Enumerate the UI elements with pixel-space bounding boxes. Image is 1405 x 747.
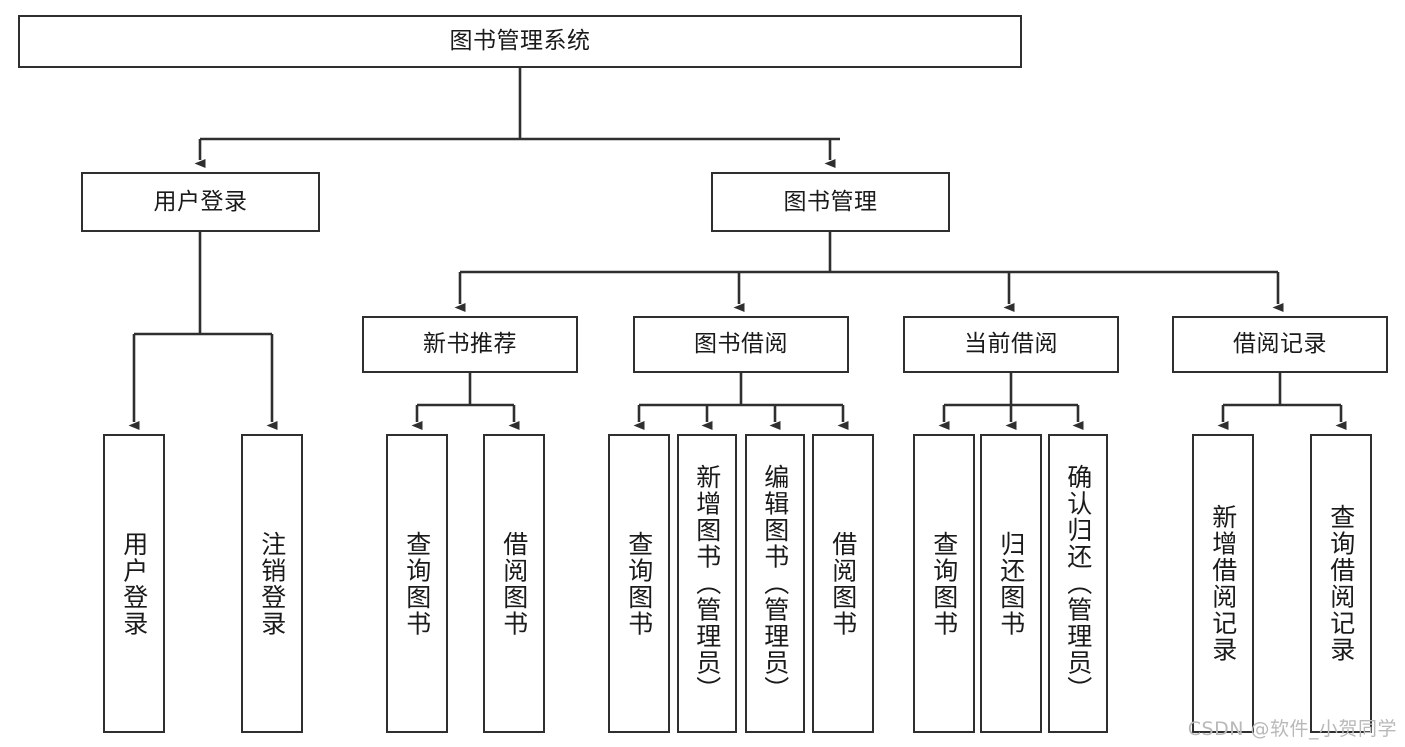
node-new-book-recommend-label: 新书推荐 — [423, 331, 517, 358]
node-leaf-logout-login[interactable]: 注销登录 — [241, 434, 303, 733]
node-leaf-borrow-book-label: 借阅图书 — [828, 530, 858, 637]
node-book-borrow[interactable]: 图书借阅 — [633, 316, 849, 373]
watermark-text: CSDN @软件_小贺同学 — [1187, 718, 1397, 740]
node-leaf-confirm-return-admin[interactable]: 确认归还（管理员） — [1048, 434, 1108, 733]
node-leaf-user-login[interactable]: 用户登录 — [103, 434, 165, 733]
node-book-management-label: 图书管理 — [783, 188, 878, 215]
node-book-management[interactable]: 图书管理 — [711, 172, 950, 232]
node-leaf-add-book-admin-label: 新增图书（管理员） — [692, 464, 722, 703]
node-leaf-return-book-label: 归还图书 — [996, 530, 1026, 637]
node-leaf-borrow-book-recommend[interactable]: 借阅图书 — [483, 434, 545, 733]
node-root-label: 图书管理系统 — [449, 28, 591, 55]
node-leaf-query-book-current-label: 查询图书 — [929, 530, 959, 637]
node-leaf-user-login-label: 用户登录 — [119, 530, 149, 637]
node-leaf-query-borrow-record[interactable]: 查询借阅记录 — [1310, 434, 1372, 733]
node-leaf-query-book-recommend-label: 查询图书 — [402, 530, 432, 637]
node-book-borrow-label: 图书借阅 — [694, 331, 788, 358]
node-leaf-query-book-borrow[interactable]: 查询图书 — [608, 434, 670, 733]
node-leaf-edit-book-admin-label: 编辑图书（管理员） — [760, 464, 790, 703]
node-leaf-return-book[interactable]: 归还图书 — [980, 434, 1042, 733]
node-leaf-logout-login-label: 注销登录 — [257, 530, 287, 637]
node-leaf-add-borrow-record[interactable]: 新增借阅记录 — [1192, 434, 1254, 733]
node-leaf-query-borrow-record-label: 查询借阅记录 — [1326, 504, 1356, 663]
node-leaf-confirm-return-admin-label: 确认归还（管理员） — [1063, 464, 1093, 703]
node-current-borrow[interactable]: 当前借阅 — [903, 316, 1119, 373]
node-leaf-query-book-recommend[interactable]: 查询图书 — [386, 434, 448, 733]
node-leaf-borrow-book[interactable]: 借阅图书 — [812, 434, 874, 733]
node-leaf-query-book-borrow-label: 查询图书 — [624, 530, 654, 637]
node-current-borrow-label: 当前借阅 — [964, 331, 1058, 358]
node-borrow-record-label: 借阅记录 — [1233, 331, 1327, 358]
node-user-login-label: 用户登录 — [153, 188, 248, 215]
node-user-login[interactable]: 用户登录 — [81, 172, 320, 232]
node-root[interactable]: 图书管理系统 — [18, 15, 1022, 68]
node-borrow-record[interactable]: 借阅记录 — [1172, 316, 1388, 373]
node-leaf-add-book-admin[interactable]: 新增图书（管理员） — [677, 434, 737, 733]
node-leaf-add-borrow-record-label: 新增借阅记录 — [1208, 504, 1238, 663]
node-leaf-borrow-book-recommend-label: 借阅图书 — [499, 530, 529, 637]
node-leaf-query-book-current[interactable]: 查询图书 — [913, 434, 975, 733]
node-leaf-edit-book-admin[interactable]: 编辑图书（管理员） — [745, 434, 805, 733]
node-new-book-recommend[interactable]: 新书推荐 — [362, 316, 578, 373]
